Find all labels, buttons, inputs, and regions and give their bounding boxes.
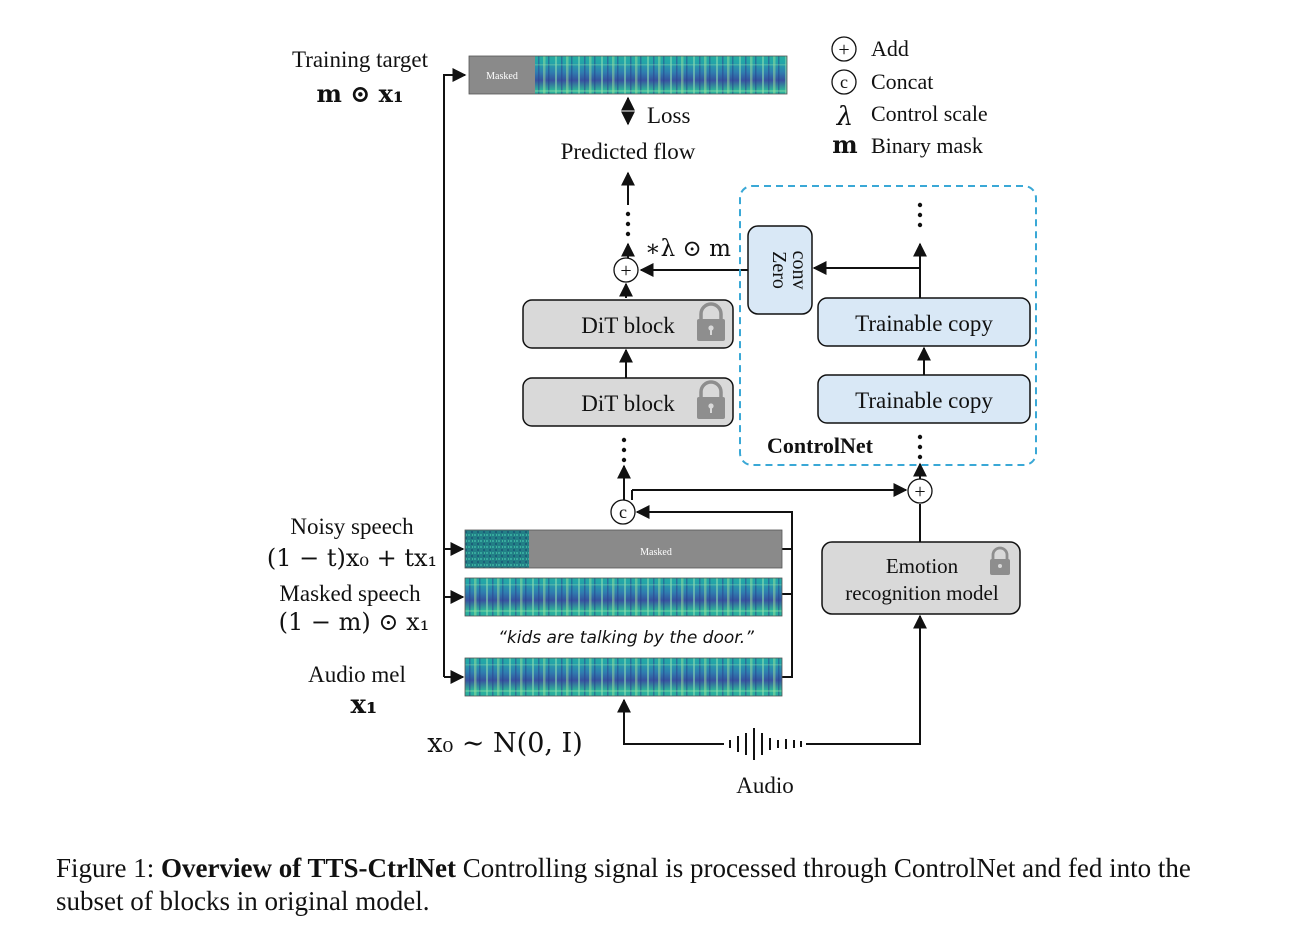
dit-block-bottom: DiT block bbox=[522, 377, 734, 427]
svg-text:Trainable copy: Trainable copy bbox=[855, 388, 993, 413]
masked-tag-noisy: Masked bbox=[640, 547, 672, 558]
audio-mel-spectrogram bbox=[464, 657, 783, 697]
legend: + Add c Concat λ Control scale m Binary … bbox=[831, 36, 988, 159]
zero-conv-block: Zero conv bbox=[747, 225, 813, 315]
controlnet-region bbox=[739, 185, 1037, 466]
masked-speech-label: Masked speech bbox=[279, 581, 421, 606]
lock-icon bbox=[697, 380, 725, 419]
masked-speech-math: (1 − m) ⊙ x₁ bbox=[279, 608, 430, 636]
lock-icon bbox=[990, 546, 1010, 575]
audio-waveform-icon bbox=[729, 728, 802, 760]
legend-concat: c Concat bbox=[831, 69, 933, 95]
noise-math: x₀ ∼ N(0, I) bbox=[427, 728, 583, 759]
legend-mask: m Binary mask bbox=[832, 130, 983, 159]
svg-text:c: c bbox=[619, 502, 627, 522]
figure-caption: Figure 1: Overview of TTS-CtrlNet Contro… bbox=[56, 852, 1256, 918]
mask-symbol: m bbox=[832, 130, 857, 159]
noisy-speech-math: (1 − t)x₀ + tx₁ bbox=[267, 544, 437, 572]
ellipsis-controlnet-top bbox=[917, 202, 923, 228]
zero-conv-line1: Zero bbox=[768, 251, 790, 289]
legend-lambda: λ Control scale bbox=[836, 101, 988, 132]
concat-symbol: c bbox=[840, 72, 848, 92]
svg-text:+: + bbox=[620, 260, 631, 282]
control-scale-math: ∗λ ⊙ m bbox=[645, 236, 731, 262]
training-target-math: m ⊙ x₁ bbox=[316, 79, 403, 108]
ellipsis-main-bottom bbox=[621, 437, 627, 463]
transcript-text: “kids are talking by the door.” bbox=[498, 628, 754, 648]
add-node-main: + bbox=[613, 257, 639, 283]
legend-add: + Add bbox=[831, 36, 909, 62]
svg-text:DiT block: DiT block bbox=[581, 313, 675, 338]
predicted-flow-label: Predicted flow bbox=[561, 139, 696, 164]
legend-lambda-label: Control scale bbox=[871, 101, 988, 126]
legend-concat-label: Concat bbox=[871, 69, 933, 94]
trainable-copy-top: Trainable copy bbox=[817, 297, 1031, 347]
concat-node: c bbox=[610, 499, 636, 525]
svg-text:+: + bbox=[914, 481, 925, 503]
caption-body: Controlling signal is processed through … bbox=[56, 853, 1191, 916]
add-symbol: + bbox=[838, 39, 849, 61]
trainable-copy-bottom: Trainable copy bbox=[817, 374, 1031, 424]
audio-mel-math: x₁ bbox=[351, 690, 378, 720]
caption-title: Overview of TTS-CtrlNet bbox=[161, 853, 456, 883]
training-target-label: Training target bbox=[292, 47, 429, 72]
zero-conv-line2: conv bbox=[788, 251, 810, 290]
lock-icon bbox=[697, 302, 725, 341]
emotion-recognition-block: Emotion recognition model bbox=[821, 541, 1021, 615]
legend-mask-label: Binary mask bbox=[871, 133, 983, 158]
svg-text:Emotion: Emotion bbox=[886, 554, 959, 578]
lambda-symbol: λ bbox=[836, 102, 853, 132]
target-spectrogram: Masked bbox=[468, 55, 788, 95]
noisy-speech-spectrogram: Masked bbox=[464, 529, 783, 569]
masked-speech-spectrogram bbox=[464, 577, 783, 617]
loss-label: Loss bbox=[647, 103, 691, 128]
svg-text:recognition model: recognition model bbox=[845, 581, 999, 605]
caption-prefix: Figure 1: bbox=[56, 853, 161, 883]
ellipsis-controlnet-bottom bbox=[917, 434, 923, 460]
masked-tag-top: Masked bbox=[486, 71, 518, 82]
controlnet-label: ControlNet bbox=[767, 433, 874, 458]
svg-text:Trainable copy: Trainable copy bbox=[855, 311, 993, 336]
ellipsis-main-top bbox=[625, 211, 631, 237]
add-node-controlnet: + bbox=[907, 478, 933, 504]
architecture-diagram: + Add c Concat λ Control scale m Binary … bbox=[267, 36, 1037, 798]
svg-text:DiT block: DiT block bbox=[581, 391, 675, 416]
legend-add-label: Add bbox=[871, 36, 909, 61]
audio-label: Audio bbox=[736, 773, 794, 798]
audio-mel-label: Audio mel bbox=[308, 662, 406, 687]
noisy-speech-label: Noisy speech bbox=[290, 514, 414, 539]
dit-block-top: DiT block bbox=[522, 299, 734, 349]
